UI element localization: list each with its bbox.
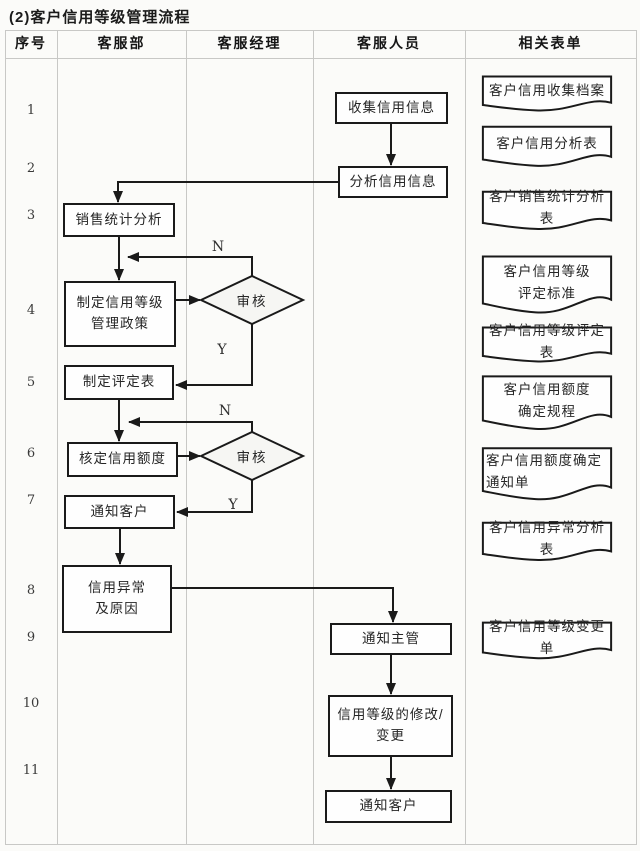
form-credit-rating-change-note: 客户信用等级变更单 <box>481 619 613 663</box>
form-credit-abnormality-analysis-table: 客户信用异常分析表 <box>481 520 613 565</box>
form-credit-rating-standard: 客户信用等级 评定标准 <box>481 254 613 320</box>
document-shape-icon <box>481 254 613 320</box>
document-shape-icon <box>481 75 613 115</box>
box-notify-supervisor: 通知主管 <box>330 623 452 655</box>
page-title: (2)客户信用等级管理流程 <box>9 9 191 26</box>
header-customer-service-manager: 客服经理 <box>217 35 282 51</box>
box-notify-customer: 通知客户 <box>64 495 175 529</box>
document-shape-icon <box>481 190 613 234</box>
row-number-8: 8 <box>26 582 36 598</box>
header-customer-service-dept: 客服部 <box>97 35 146 51</box>
row-number-2: 2 <box>26 160 36 176</box>
row-number-1: 1 <box>26 102 36 118</box>
header-serial-number: 序号 <box>15 35 47 51</box>
form-credit-collection-archive: 客户信用收集档案 <box>481 75 613 115</box>
row-number-3: 3 <box>26 207 36 223</box>
row-number-10: 10 <box>22 695 40 711</box>
box-sales-statistics-analysis: 销售统计分析 <box>63 203 175 237</box>
row-number-11: 11 <box>22 762 40 778</box>
box-analyze-credit-info: 分析信用信息 <box>338 166 448 198</box>
table-border-bottom <box>5 844 637 845</box>
box-credit-rating-modification: 信用等级的修改/ 变更 <box>328 695 453 757</box>
row-number-7: 7 <box>26 492 36 508</box>
document-shape-icon <box>481 125 613 171</box>
table-header-divider <box>5 58 637 59</box>
branch-label-y2: Y <box>228 497 238 513</box>
row-number-9: 9 <box>26 629 36 645</box>
document-shape-icon <box>481 374 613 436</box>
row-number-4: 4 <box>26 302 36 318</box>
form-credit-limit-procedure: 客户信用额度 确定规程 <box>481 374 613 436</box>
header-customer-service-staff: 客服人员 <box>357 35 421 51</box>
branch-label-n2: N <box>218 403 232 419</box>
box-verify-credit-limit: 核定信用额度 <box>67 442 178 477</box>
column-divider-3 <box>313 30 314 845</box>
decision-diamond-2 <box>198 430 306 482</box>
box-notify-customer-2: 通知客户 <box>325 790 452 823</box>
table-border-left <box>5 30 6 845</box>
box-create-rating-form: 制定评定表 <box>64 365 174 400</box>
row-number-5: 5 <box>26 374 36 390</box>
header-related-forms: 相关表单 <box>518 35 583 51</box>
document-shape-icon <box>481 326 613 366</box>
box-credit-abnormality-and-causes: 信用异常 及原因 <box>62 565 172 633</box>
form-sales-statistics-analysis-table: 客户销售统计分析表 <box>481 189 613 234</box>
form-credit-limit-notice: 客户信用额度确定通知单 <box>481 446 613 506</box>
document-shape-icon <box>481 521 613 565</box>
branch-label-y1: Y <box>217 342 227 358</box>
column-divider-1 <box>57 30 58 845</box>
box-formulate-credit-rating-policy: 制定信用等级 管理政策 <box>64 281 176 347</box>
decision-diamond-1 <box>198 274 306 326</box>
decision-review-2-label: 审核 <box>236 450 268 465</box>
column-divider-2 <box>186 30 187 845</box>
document-shape-icon <box>481 621 613 663</box>
table-border-top <box>5 30 637 31</box>
box-collect-credit-info: 收集信用信息 <box>335 92 448 124</box>
column-divider-4 <box>465 30 466 845</box>
form-credit-analysis-table: 客户信用分析表 <box>481 125 613 171</box>
branch-label-n1: N <box>211 239 225 255</box>
form-credit-rating-evaluation-table: 客户信用等级评定表 <box>481 323 613 366</box>
table-border-right <box>636 30 637 845</box>
row-number-6: 6 <box>26 445 36 461</box>
document-shape-icon <box>481 446 613 506</box>
decision-review-1-label: 审核 <box>236 294 268 309</box>
